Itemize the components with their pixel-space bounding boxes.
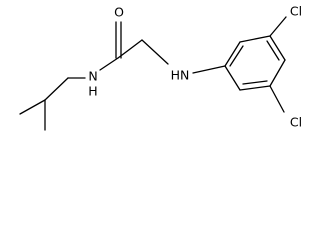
ring-bond-2 [239, 35, 271, 43]
chlorine-bottom-label: Cl [290, 115, 302, 130]
ring-bond-3 [269, 35, 286, 61]
ring-bond-1 [224, 41, 241, 67]
amine-nh-label: HN [171, 68, 190, 83]
ring-bond-3-inner [266, 40, 280, 61]
bond-ch2-nh [141, 39, 169, 65]
ring-bond-6 [224, 65, 241, 91]
bond-ch-ch2 [44, 77, 69, 101]
bond-ring-cl-top [269, 16, 287, 37]
oxygen-label: O [114, 5, 124, 20]
bond-carbonyl-ch2 [117, 39, 143, 59]
bond-n-carbonyl [99, 57, 119, 71]
ring-bond-1-inner [229, 45, 244, 67]
bond-methyl-left [19, 99, 46, 115]
structure-diagram: O N H HN Cl Cl [19, 4, 302, 131]
chlorine-top-label: Cl [290, 4, 302, 19]
amide-hydrogen-label: H [88, 84, 97, 99]
bond-nh-ring [192, 65, 226, 74]
ring-bond-5-inner [242, 80, 268, 85]
molecule-canvas: O N H HN Cl Cl [19, 4, 302, 131]
amide-nitrogen-label: N [88, 69, 97, 84]
ring-bond-4 [269, 59, 286, 87]
ring-bond-5 [239, 85, 271, 91]
bond-ring-cl-bottom [269, 85, 285, 113]
